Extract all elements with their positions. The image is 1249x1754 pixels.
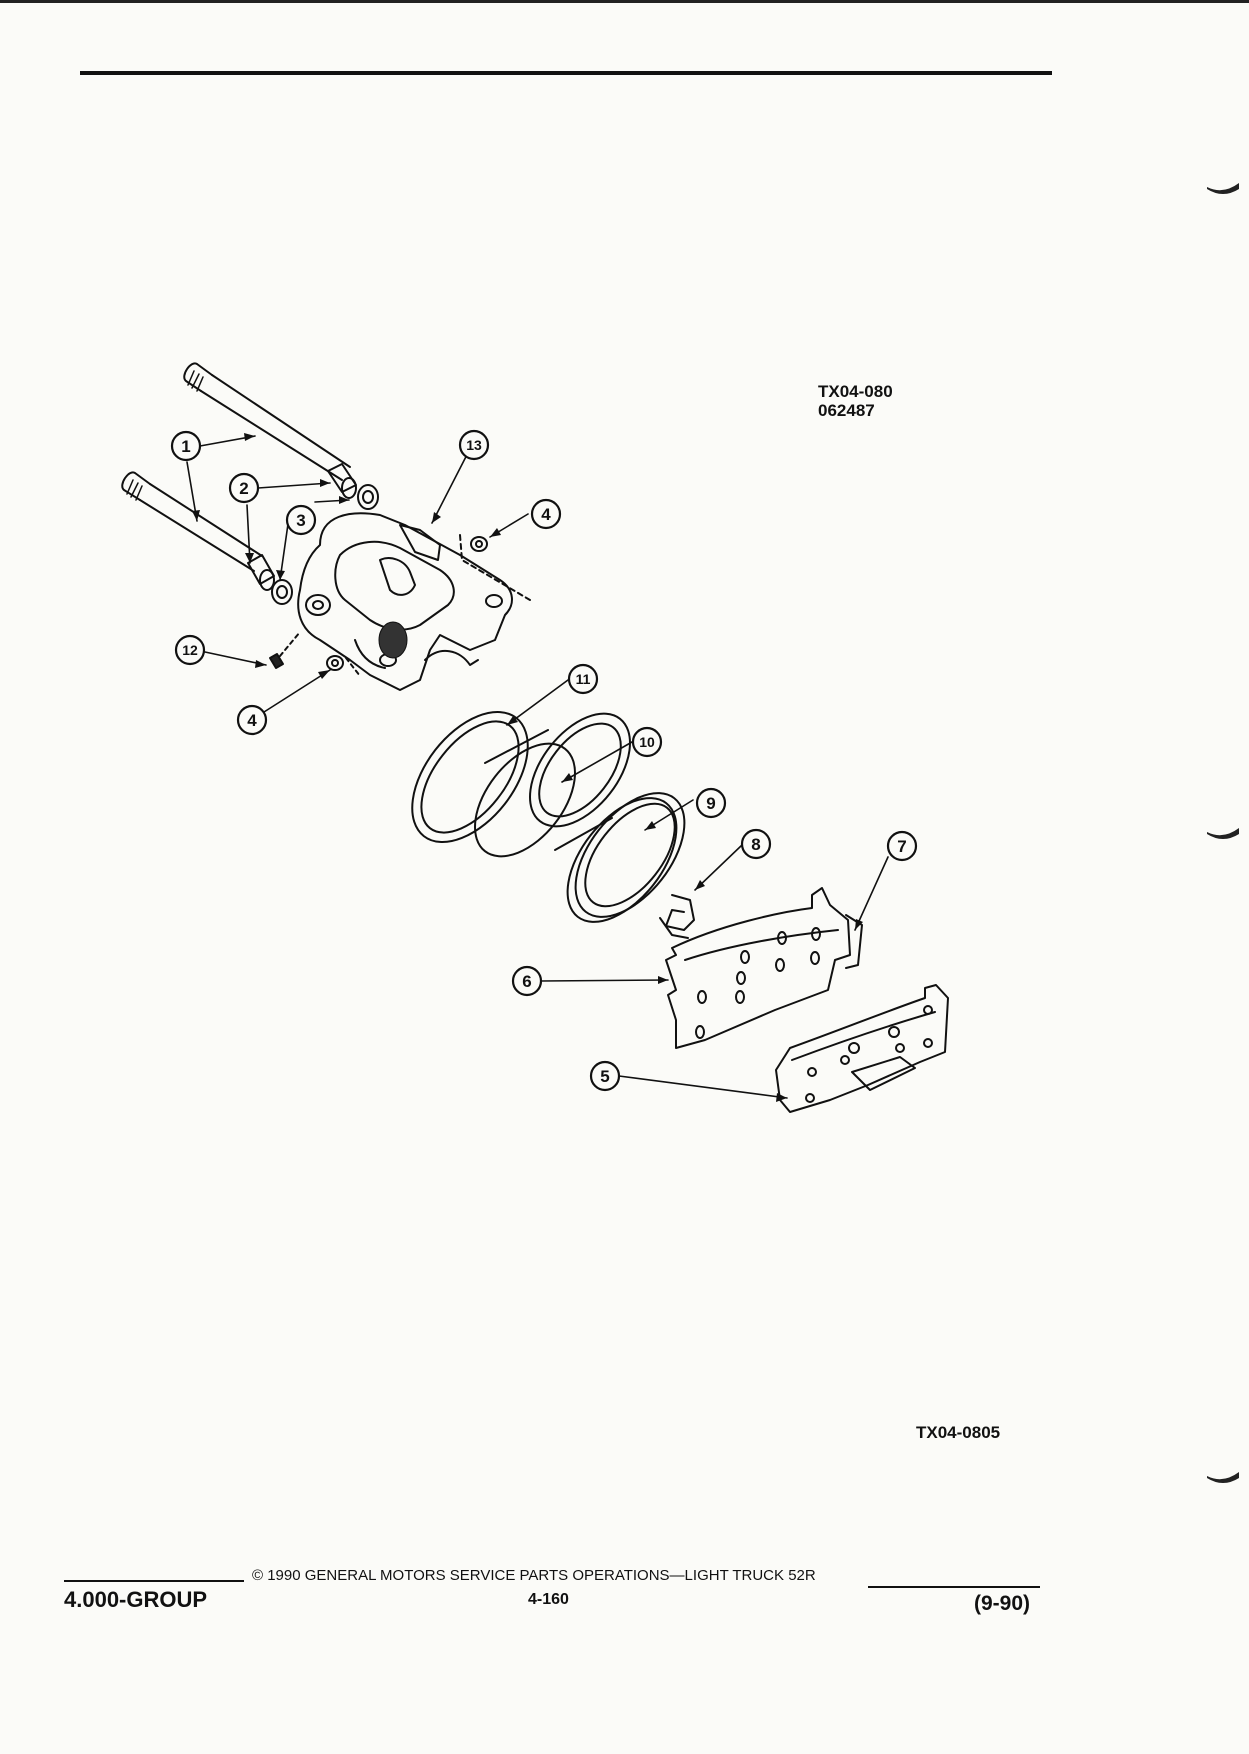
footer-group: 4.000-GROUP xyxy=(64,1587,208,1612)
callout-4-lower: 4 xyxy=(247,711,257,730)
piston-seal xyxy=(566,792,686,923)
callout-2: 2 xyxy=(239,479,248,498)
callout-4-upper: 4 xyxy=(541,505,551,524)
seal-upper xyxy=(357,484,379,510)
outboard-shoe-and-lining xyxy=(665,887,863,1049)
mounting-bolt-upper xyxy=(183,362,351,481)
callout-1: 1 xyxy=(181,437,190,456)
footer-copyright: © 1990 GENERAL MOTORS SERVICE PARTS OPER… xyxy=(252,1567,816,1584)
callout-7: 7 xyxy=(897,837,906,856)
caliper-housing xyxy=(297,512,531,691)
binder-hole-mark xyxy=(1207,1472,1239,1483)
callout-9: 9 xyxy=(706,794,715,813)
callout-circles xyxy=(170,429,918,1092)
footer-rule-right xyxy=(868,1586,1040,1588)
callout-5: 5 xyxy=(600,1067,609,1086)
page-number: 4-160 xyxy=(528,1591,569,1608)
bleeder-valve xyxy=(269,631,301,669)
grommet-upper xyxy=(470,536,488,552)
bushing-upper xyxy=(327,463,357,499)
binder-hole-mark xyxy=(1207,828,1239,839)
callout-10: 10 xyxy=(639,734,655,750)
figure-ref-top: TX04-080 062487 xyxy=(818,382,893,420)
callout-11: 11 xyxy=(576,671,591,687)
bushing-lower xyxy=(247,554,275,591)
seal-lower xyxy=(271,579,293,605)
revision-date: (9-90) xyxy=(974,1592,1031,1615)
piston-boot xyxy=(411,710,529,844)
piston xyxy=(474,712,631,858)
callout-12: 12 xyxy=(182,642,198,658)
callout-arrowheads xyxy=(192,433,863,1102)
mounting-bolt-lower xyxy=(121,471,263,572)
callout-13: 13 xyxy=(466,437,482,453)
figure-ref-bottom: TX04-0805 xyxy=(916,1423,1001,1442)
header-rule xyxy=(80,71,1052,75)
grommet-lower xyxy=(326,655,361,677)
callout-6: 6 xyxy=(522,972,531,991)
callout-numbers: 1 2 3 4 4 5 6 7 8 9 10 11 12 13 xyxy=(181,437,906,1086)
inboard-shoe-and-lining xyxy=(775,984,949,1113)
footer-rule-left xyxy=(64,1580,244,1582)
retainer-spring xyxy=(659,894,695,939)
callout-3: 3 xyxy=(296,511,305,530)
binder-hole-mark xyxy=(1207,183,1239,194)
page-top-edge xyxy=(0,0,1249,3)
callout-8: 8 xyxy=(751,835,760,854)
